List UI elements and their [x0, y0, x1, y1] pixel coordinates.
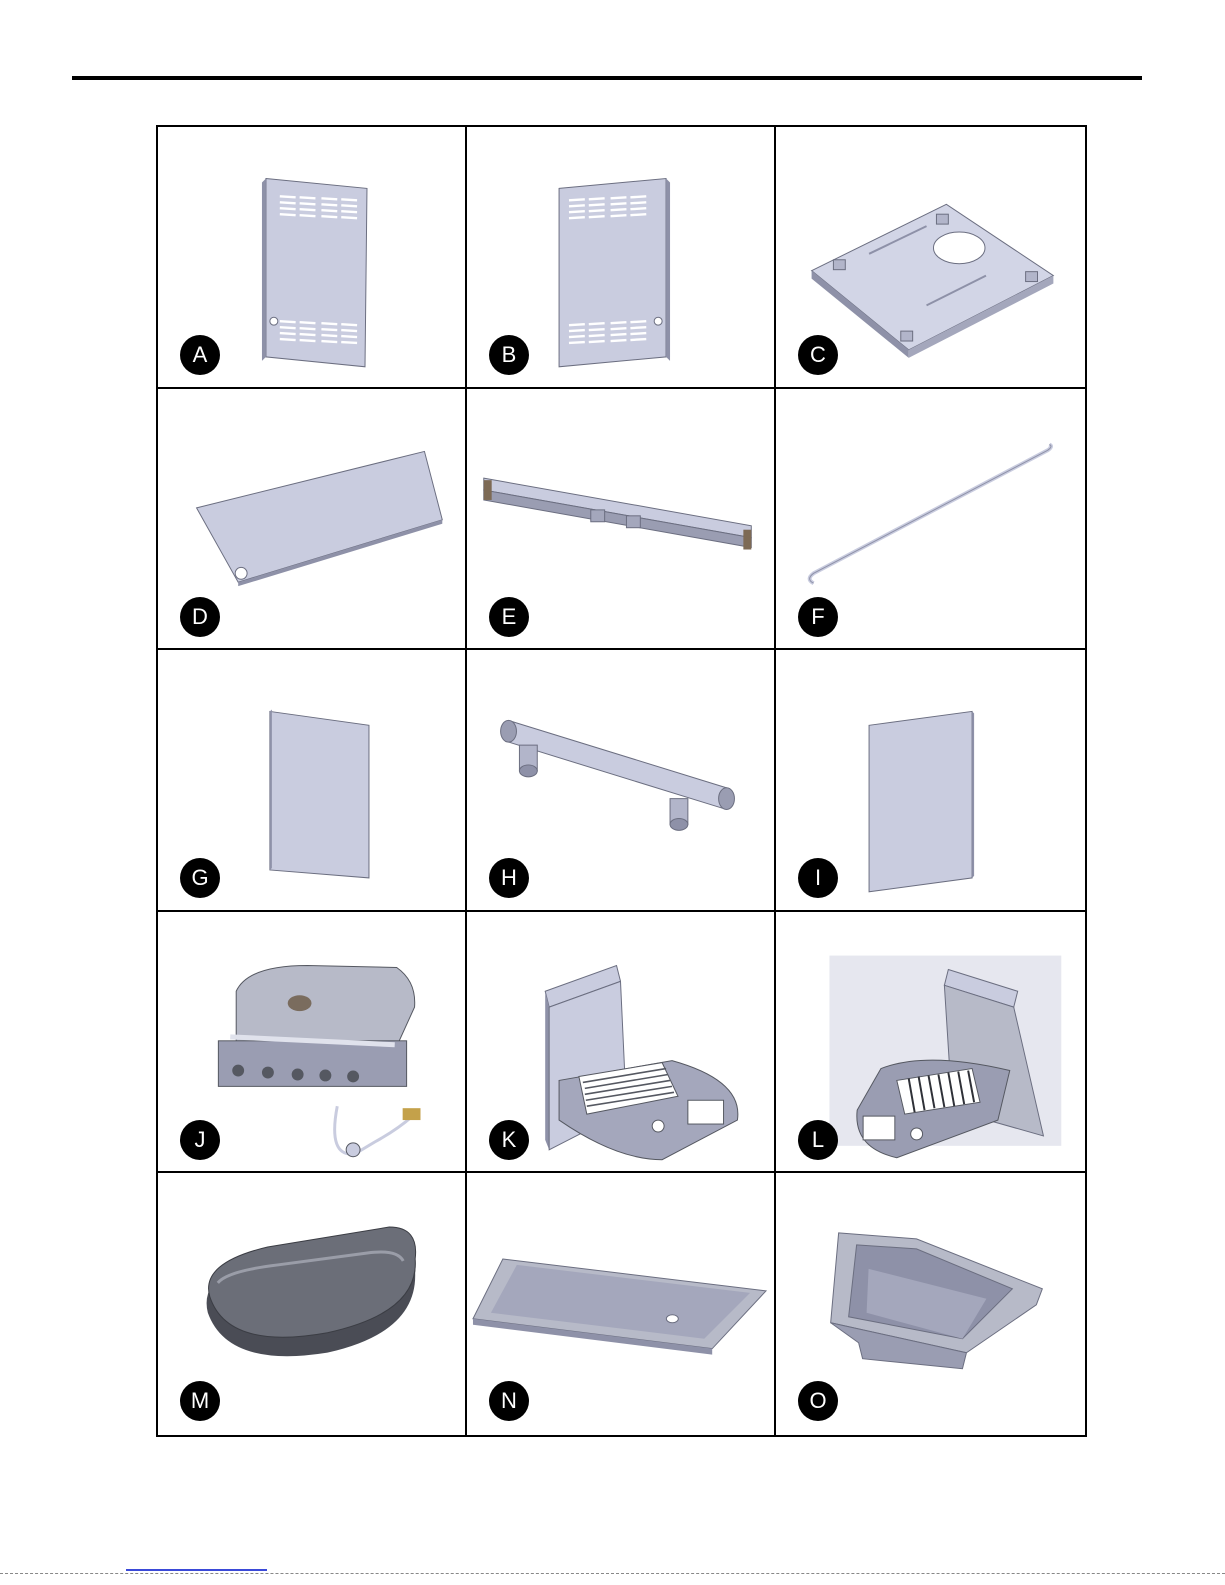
part-cell-g: G — [158, 650, 467, 912]
part-cell-e: E — [467, 389, 776, 651]
part-cell-m: M — [158, 1173, 467, 1435]
part-cell-i: I — [776, 650, 1085, 912]
part-cell-l: L — [776, 912, 1085, 1174]
part-cell-c: C — [776, 127, 1085, 389]
part-label-c: C — [798, 335, 838, 375]
part-cell-n: N — [467, 1173, 776, 1435]
part-label-l: L — [798, 1120, 838, 1160]
part-cell-o: O — [776, 1173, 1085, 1435]
part-label-a: A — [180, 335, 220, 375]
part-cell-j: J — [158, 912, 467, 1174]
part-label-b: B — [489, 335, 529, 375]
part-label-i: I — [798, 858, 838, 898]
part-cell-d: D — [158, 389, 467, 651]
part-label-j: J — [180, 1120, 220, 1160]
part-cell-k: K — [467, 912, 776, 1174]
part-cell-f: F — [776, 389, 1085, 651]
part-cell-a: A — [158, 127, 467, 389]
part-label-f: F — [798, 597, 838, 637]
part-cell-b: B — [467, 127, 776, 389]
header-rule — [72, 76, 1142, 80]
part-label-h: H — [489, 858, 529, 898]
parts-grid: A B — [156, 125, 1087, 1437]
page-bottom-link-underline — [126, 1569, 267, 1571]
part-label-k: K — [489, 1120, 529, 1160]
part-label-g: G — [180, 858, 220, 898]
part-label-d: D — [180, 597, 220, 637]
part-cell-h: H — [467, 650, 776, 912]
page-bottom-divider — [0, 1573, 1225, 1574]
part-label-e: E — [489, 597, 529, 637]
